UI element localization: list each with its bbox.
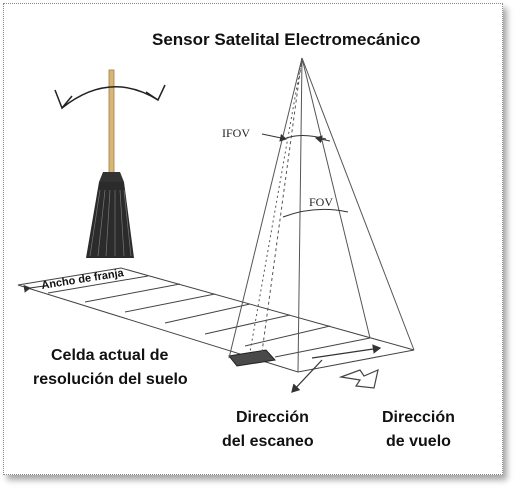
ifov-label: IFOV — [222, 126, 250, 140]
flight-direction-label-line2: de vuelo — [386, 433, 451, 450]
broom-icon — [86, 69, 134, 258]
flight-direction-label-line1: Dirección — [382, 409, 455, 426]
scan-direction-label-line2: del escaneo — [222, 433, 314, 450]
rotation-arrows-icon — [54, 84, 166, 110]
resolution-cell-label-line2: resolución del suelo — [33, 371, 188, 388]
diagram-title: Sensor Satelital Electromecánico — [152, 30, 420, 49]
fov-label: FOV — [309, 195, 333, 209]
ground-resolution-cell — [228, 349, 276, 367]
ifov-indicator: IFOV — [222, 126, 331, 144]
resolution-cell-label-line1: Celda actual de — [51, 347, 168, 364]
scan-direction-label-line1: Dirección — [236, 409, 309, 426]
fov-pyramid — [228, 57, 415, 373]
flight-direction-arrow-icon — [338, 368, 379, 389]
swath-width-label: Ancho de franja — [41, 267, 126, 292]
fov-indicator: FOV — [282, 195, 349, 218]
figure-frame — [3, 3, 503, 475]
scan-direction-arrow — [291, 344, 382, 393]
